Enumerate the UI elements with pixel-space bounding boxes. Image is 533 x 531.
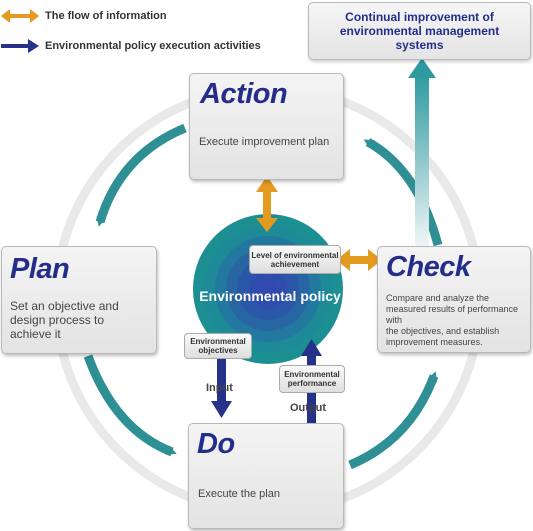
continual-improvement-text: Continual improvement of environmental m… xyxy=(320,10,520,52)
plan-title: Plan xyxy=(10,253,70,285)
cycle-arrow-plan-to-do xyxy=(83,354,177,457)
plan-desc-line2: design process to xyxy=(10,313,105,327)
plan-desc: Set an objective and design process to a… xyxy=(10,299,119,341)
action-box: Action Execute improvement plan xyxy=(189,73,344,180)
info-arrow-policy-check xyxy=(336,249,382,271)
continual-line2: environmental management systems xyxy=(339,24,500,52)
legend-policy-activities-label: Environmental policy execution activitie… xyxy=(45,40,261,52)
achievement-label: Level of environmental achievement xyxy=(249,245,341,274)
do-box: Do Execute the plan xyxy=(188,423,344,529)
do-title: Do xyxy=(197,428,235,460)
info-arrow-action-policy xyxy=(256,176,278,232)
action-title: Action xyxy=(200,78,288,110)
environmental-policy-label: Environmental policy xyxy=(199,288,341,304)
check-desc-line4: improvement measures. xyxy=(386,337,483,347)
improvement-arrow-shaft xyxy=(415,75,429,247)
performance-line2: performance xyxy=(287,379,337,388)
input-label: Input xyxy=(206,382,233,394)
action-desc: Execute improvement plan xyxy=(199,136,330,148)
improvement-arrow-head xyxy=(408,58,436,78)
legend-info-flow-label: The flow of information xyxy=(45,10,167,22)
legend-policy-activities: Environmental policy execution activitie… xyxy=(0,39,261,53)
check-box: Check Compare and analyze the measured r… xyxy=(377,246,531,353)
cycle-arrow-check-to-action xyxy=(363,138,443,247)
plan-desc-line1: Set an objective and xyxy=(10,299,119,313)
plan-desc-line3: achieve it xyxy=(10,327,61,341)
performance-line1: Environmental xyxy=(284,370,340,379)
orange-double-arrow-icon xyxy=(1,9,39,23)
check-desc-line1: Compare and analyze the xyxy=(386,293,490,303)
achievement-line1: Level of environmental xyxy=(251,250,339,260)
continual-improvement-box: Continual improvement of environmental m… xyxy=(308,2,531,60)
input-arrow xyxy=(211,355,232,418)
objectives-line1: Environmental xyxy=(190,337,246,346)
check-desc-line3: the objectives, and establish xyxy=(386,326,500,336)
check-title: Check xyxy=(386,251,471,283)
plan-box: Plan Set an objective and design process… xyxy=(1,246,157,354)
check-desc: Compare and analyze the measured results… xyxy=(386,293,530,348)
output-label: Output xyxy=(290,402,327,414)
continual-line1: Continual improvement of xyxy=(345,10,494,24)
legend-info-flow: The flow of information xyxy=(0,9,167,23)
cycle-arrow-do-to-check xyxy=(348,371,439,470)
achievement-line2: achievement xyxy=(270,259,320,269)
check-desc-line2: measured results of performance with xyxy=(386,304,519,325)
do-desc: Execute the plan xyxy=(198,488,280,500)
cycle-arrow-action-to-plan xyxy=(95,123,187,227)
performance-label: Environmental performance xyxy=(279,365,345,393)
objectives-label: Environmental objectives xyxy=(184,333,252,359)
objectives-line2: objectives xyxy=(198,346,238,355)
navy-arrow-icon xyxy=(1,39,39,53)
